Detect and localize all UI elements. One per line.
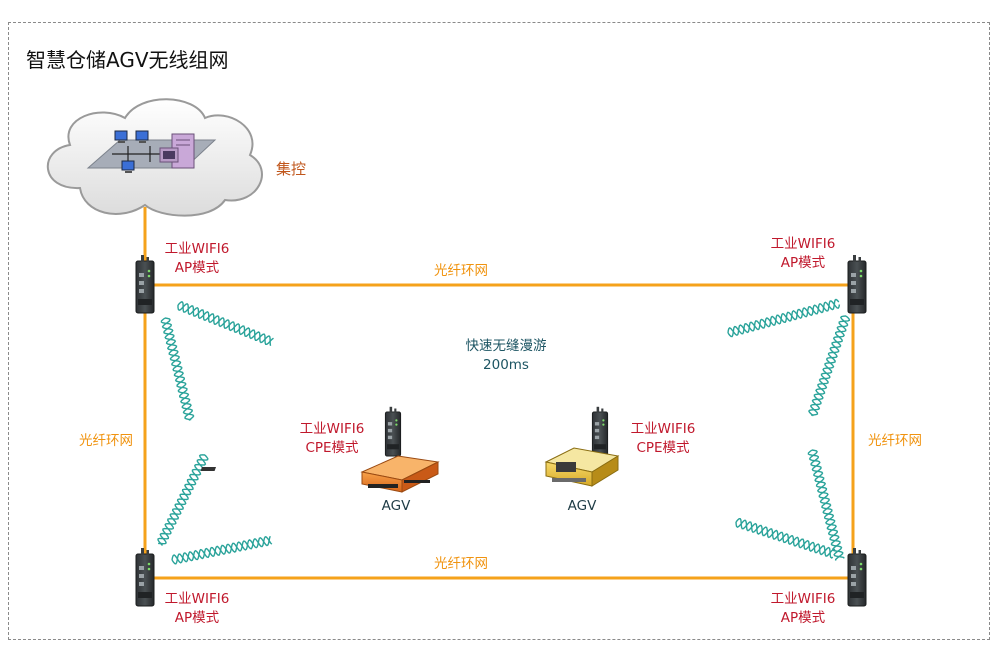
ap-label-bottom-left: 工业WIFI6 AP模式 (165, 590, 230, 628)
ap-label-line1: 工业WIFI6 (770, 591, 836, 607)
server-icon (159, 133, 195, 169)
cpe-device-left (384, 406, 402, 457)
wireless-wave (727, 300, 841, 338)
agv-label-right: AGV (567, 498, 597, 514)
ap-device-top-right (847, 254, 867, 314)
ap-label-line1: 工业WIFI6 (770, 236, 836, 252)
fiber-label-bottom: 光纤环网 (434, 556, 488, 572)
cpe-device-right (591, 406, 609, 457)
wireless-wave (727, 298, 840, 337)
agv-orange-icon (200, 455, 440, 493)
roaming-label: 快速无缝漫游 200ms (466, 337, 547, 375)
cpe-label-line2: CPE模式 (305, 440, 359, 456)
ap-label-top-left: 工业WIFI6 AP模式 (165, 240, 230, 278)
cpe-label-line2: CPE模式 (636, 440, 690, 456)
ap-label-line1: 工业WIFI6 (164, 241, 230, 257)
wireless-wave (160, 317, 193, 421)
diagram-frame (8, 22, 990, 640)
diagram-title: 智慧仓储AGV无线组网 (26, 48, 229, 72)
wireless-wave (177, 301, 274, 345)
cpe-label-line1: 工业WIFI6 (630, 421, 696, 437)
computer-icon (121, 160, 135, 173)
wireless-wave (171, 536, 273, 565)
roaming-title: 快速无缝漫游 (465, 338, 547, 354)
wireless-wave (171, 535, 271, 564)
agv-yellow-icon (544, 447, 620, 487)
cpe-label-left: 工业WIFI6 CPE模式 (300, 420, 365, 458)
fiber-label-top: 光纤环网 (434, 263, 488, 279)
ap-device-bottom-right (847, 547, 867, 607)
cpe-label-right: 工业WIFI6 CPE模式 (631, 420, 696, 458)
wireless-wave (808, 449, 845, 559)
wireless-wave (735, 518, 836, 557)
wireless-wave (808, 315, 849, 417)
wireless-wave (810, 315, 851, 416)
computer-icon (114, 130, 128, 143)
ap-label-line2: AP模式 (174, 260, 220, 276)
wireless-wave (735, 519, 834, 559)
fiber-ring (143, 207, 855, 580)
ap-label-bottom-right: 工业WIFI6 AP模式 (771, 590, 836, 628)
wireless-wave (157, 454, 209, 546)
wireless-wave (161, 317, 195, 421)
ap-label-top-right: 工业WIFI6 AP模式 (771, 235, 836, 273)
ap-device-top-left (135, 254, 155, 314)
cpe-label-line1: 工业WIFI6 (299, 421, 365, 437)
ap-label-line2: AP模式 (174, 610, 220, 626)
wireless-signals (157, 298, 851, 565)
agv-label-left: AGV (381, 498, 411, 514)
control-label: 集控 (276, 160, 307, 178)
ap-device-bottom-left (135, 547, 155, 607)
roaming-latency: 200ms (483, 357, 529, 373)
fiber-label-left: 光纤环网 (79, 433, 133, 449)
control-cloud (46, 98, 263, 217)
ap-label-line1: 工业WIFI6 (164, 591, 230, 607)
ap-label-line2: AP模式 (780, 255, 826, 271)
wireless-wave (807, 449, 844, 561)
computer-icon (135, 130, 149, 143)
fiber-label-right: 光纤环网 (868, 433, 922, 449)
ap-label-line2: AP模式 (780, 610, 826, 626)
